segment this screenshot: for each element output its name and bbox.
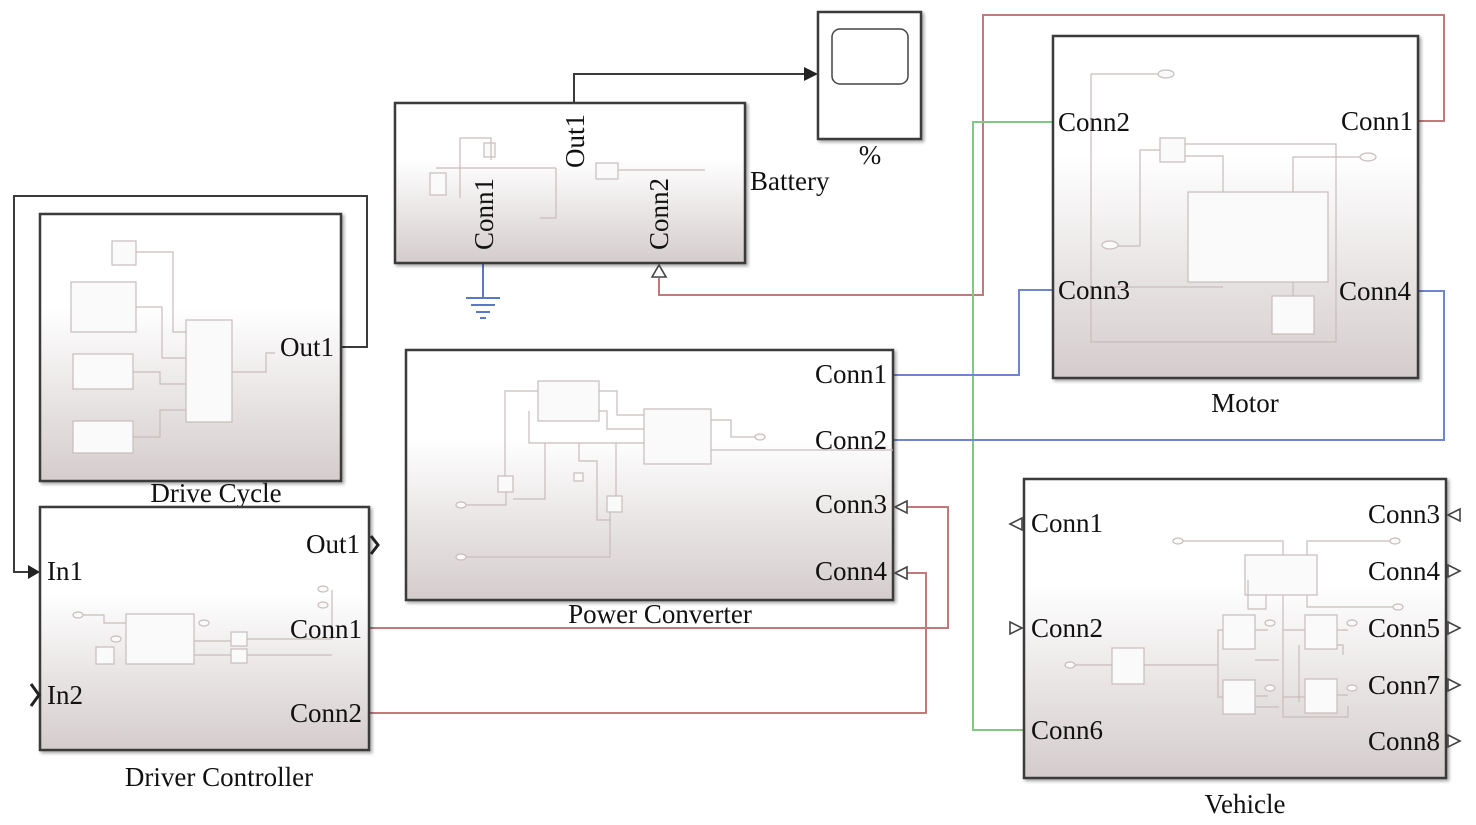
driver-controller-label: Driver Controller xyxy=(125,762,313,792)
vehicle-label: Vehicle xyxy=(1205,789,1286,819)
in2-port-icon xyxy=(29,683,41,707)
drive-cycle-label: Drive Cycle xyxy=(150,478,281,508)
driver-controller-port-in2: In2 xyxy=(47,680,83,710)
motor-port-conn3: Conn3 xyxy=(1058,275,1130,305)
motor-port-conn4: Conn4 xyxy=(1339,276,1412,306)
vehicle-conn1-port-icon xyxy=(1008,516,1023,532)
mechanical-wire-motor-vehicle[interactable] xyxy=(972,121,1053,731)
scope-block[interactable]: % xyxy=(816,10,923,170)
drive-cycle-internal-diagram xyxy=(70,240,275,454)
vehicle-port-conn7: Conn7 xyxy=(1368,670,1440,700)
power-converter-internal-diagram xyxy=(455,380,893,561)
power-converter-port-conn3: Conn3 xyxy=(815,489,887,519)
scope-screen-icon xyxy=(831,28,909,85)
driver-controller-port-conn1: Conn1 xyxy=(290,614,362,644)
battery-internal-diagram xyxy=(429,137,705,219)
drive-cycle-block[interactable]: Out1 Drive Cycle xyxy=(38,212,343,508)
power-converter-port-conn4: Conn4 xyxy=(815,556,888,586)
electrical-wire-pc1-motor3[interactable] xyxy=(893,289,1053,376)
battery-block[interactable]: Conn1 Out1 Conn2 Battery xyxy=(393,101,830,278)
drive-cycle-port-out1: Out1 xyxy=(280,332,334,362)
vehicle-port-conn5: Conn5 xyxy=(1368,613,1440,643)
vehicle-conn5-port-icon xyxy=(1447,620,1462,636)
vehicle-port-conn4: Conn4 xyxy=(1368,556,1441,586)
vehicle-block[interactable]: Conn1 Conn2 Conn6 Conn3 Conn4 Conn5 Conn… xyxy=(1008,477,1462,819)
pc-conn4-port-icon xyxy=(893,565,908,581)
battery-conn2-port-icon xyxy=(650,263,668,278)
ground-icon xyxy=(466,297,500,319)
power-converter-label: Power Converter xyxy=(568,599,752,629)
power-converter-block[interactable]: Conn1 Conn2 Conn3 Conn4 Power Converter xyxy=(404,348,908,629)
motor-block[interactable]: Conn2 Conn1 Conn3 Conn4 Motor xyxy=(1051,34,1420,418)
driver-controller-block[interactable]: In1 In2 Out1 Conn1 Conn2 Driver Controll… xyxy=(29,505,380,792)
signal-wire-drivecycle-to-controller[interactable] xyxy=(13,195,368,573)
vehicle-port-conn6: Conn6 xyxy=(1031,715,1103,745)
wires xyxy=(13,14,1445,731)
vehicle-port-conn3: Conn3 xyxy=(1368,499,1440,529)
driver-controller-internal-diagram xyxy=(72,585,333,665)
arrow-head-in1 xyxy=(28,565,40,579)
vehicle-conn2-port-icon xyxy=(1009,620,1024,636)
vehicle-conn7-port-icon xyxy=(1447,677,1462,693)
electrical-wire-pc2-motor4[interactable] xyxy=(893,290,1445,441)
vehicle-conn8-port-icon xyxy=(1447,733,1462,749)
vehicle-port-conn8: Conn8 xyxy=(1368,726,1440,756)
battery-label: Battery xyxy=(750,166,830,196)
electrical-wire-battery-motor[interactable] xyxy=(658,14,1445,296)
motor-internal-diagram xyxy=(1090,69,1377,343)
battery-port-conn1: Conn1 xyxy=(469,178,499,250)
electrical-wire-dc2-pc4[interactable] xyxy=(370,572,927,714)
signal-wire-battery-to-scope[interactable] xyxy=(573,73,806,102)
arrow-head-scope xyxy=(804,67,818,81)
battery-port-out1: Out1 xyxy=(560,114,590,168)
electrical-wire-dc1-pc3[interactable] xyxy=(370,506,949,629)
battery-port-conn2: Conn2 xyxy=(644,178,674,250)
power-converter-port-conn1: Conn1 xyxy=(815,359,887,389)
motor-port-conn1: Conn1 xyxy=(1341,106,1413,136)
driver-controller-port-out1: Out1 xyxy=(306,529,360,559)
driver-controller-port-in1: In1 xyxy=(47,556,83,586)
motor-port-conn2: Conn2 xyxy=(1058,107,1130,137)
out1-port-icon xyxy=(369,535,380,555)
power-converter-port-conn2: Conn2 xyxy=(815,425,887,455)
motor-label: Motor xyxy=(1211,388,1279,418)
scope-label: % xyxy=(859,140,882,170)
pc-conn3-port-icon xyxy=(893,499,908,515)
vehicle-conn4-port-icon xyxy=(1447,563,1462,579)
vehicle-port-conn1: Conn1 xyxy=(1031,508,1103,538)
vehicle-internal-diagram xyxy=(1064,537,1404,718)
driver-controller-port-conn2: Conn2 xyxy=(290,698,362,728)
vehicle-port-conn2: Conn2 xyxy=(1031,613,1103,643)
vehicle-conn3-port-icon xyxy=(1446,507,1461,523)
